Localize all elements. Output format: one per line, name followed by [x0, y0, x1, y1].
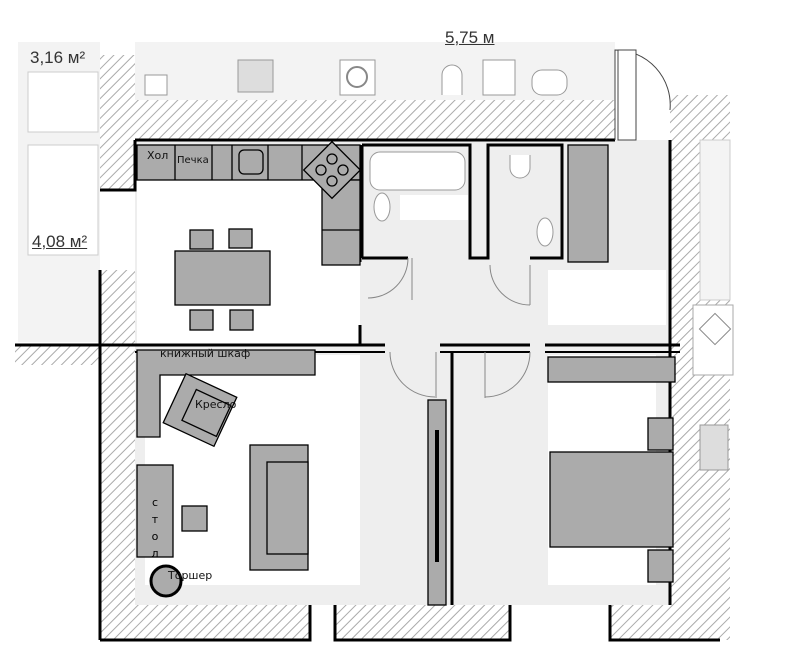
desk-label: стол: [151, 496, 159, 560]
chair: [189, 229, 214, 250]
chair: [229, 309, 254, 331]
bookshelf-label: книжный шкаф: [160, 347, 251, 360]
nightstand: [647, 417, 674, 451]
desk: [136, 464, 174, 558]
dresser: [547, 356, 676, 383]
area-label: 4,08 м²: [32, 232, 88, 251]
bed: [549, 451, 674, 548]
washbasin-icon: [373, 192, 391, 222]
neighbor-sink-icon: [346, 66, 368, 88]
dining-table: [174, 250, 271, 306]
neighbor-toilet-icon: [441, 64, 463, 95]
door-swings: [367, 257, 531, 398]
bookshelf: [136, 349, 316, 438]
sink-icon: [238, 149, 264, 175]
chair: [189, 309, 214, 331]
toilet-icon: [509, 155, 531, 179]
floor-lamp-label: Торшер: [168, 569, 213, 582]
cooktop-icon: [302, 140, 362, 200]
bathtub-icon: [369, 151, 466, 191]
chair: [228, 228, 253, 249]
oven-label: Печка: [177, 155, 209, 166]
hall-wardrobe: [567, 144, 609, 263]
area-label: 3,16 м²: [30, 48, 86, 67]
neighbor-stove-icon: [237, 59, 274, 93]
floor-lamp: [149, 564, 183, 598]
area-label: 5,75 м: [445, 28, 495, 47]
fridge-label: Хол: [147, 149, 169, 162]
armchair-label: Кресло: [195, 398, 237, 411]
nightstand: [647, 549, 674, 583]
armchair: [162, 372, 238, 448]
ottoman: [181, 505, 208, 532]
entry-door[interactable]: [617, 49, 637, 141]
